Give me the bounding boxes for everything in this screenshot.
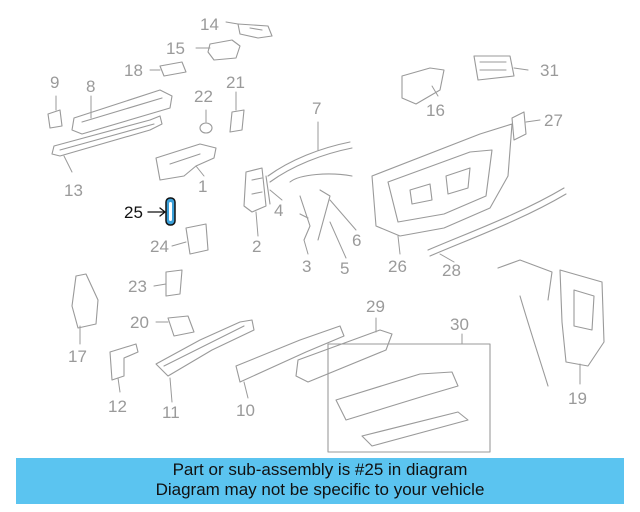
part-2-drawing — [243, 167, 267, 213]
part-28-drawing — [427, 187, 567, 257]
part-15-drawing — [207, 39, 241, 61]
callout-27: 27 — [544, 111, 563, 130]
part-7-drawing — [265, 141, 353, 205]
info-banner: Part or sub-assembly is #25 in diagram D… — [16, 458, 624, 504]
part-26-drawing — [371, 123, 513, 237]
callout-24: 24 — [150, 237, 169, 256]
callout-5: 5 — [340, 259, 350, 278]
part-9-drawing — [47, 109, 63, 129]
callout-16: 16 — [426, 101, 445, 120]
leader-lines — [55, 21, 581, 403]
part-20-drawing — [167, 315, 195, 337]
callout-23: 23 — [128, 277, 147, 296]
callout-13: 13 — [64, 181, 83, 200]
callout-30: 30 — [450, 315, 469, 334]
callout-3: 3 — [302, 257, 312, 276]
part-27-drawing — [511, 111, 527, 141]
callout-6: 6 — [352, 231, 362, 250]
callout-2: 2 — [252, 237, 262, 256]
part-21-drawing — [229, 109, 245, 133]
banner-disclaimer: Diagram may not be specific to your vehi… — [155, 480, 485, 499]
banner-part-notice: Part or sub-assembly is #25 in diagram — [172, 460, 468, 479]
callout-15: 15 — [166, 39, 185, 58]
part-25-highlighted — [147, 197, 176, 226]
part-24-drawing — [185, 223, 209, 255]
callout-22: 22 — [194, 87, 213, 106]
part-18-drawing — [159, 61, 187, 77]
part-31-drawing — [473, 55, 515, 81]
part-23-drawing — [165, 269, 183, 297]
callout-26: 26 — [388, 257, 407, 276]
callout-7: 7 — [312, 99, 322, 118]
callout-10: 10 — [236, 401, 255, 420]
callout-31: 31 — [540, 61, 559, 80]
part-3-5-6-drawing — [289, 173, 353, 241]
part-29-drawing — [295, 329, 393, 383]
callout-11: 11 — [162, 403, 180, 422]
part-11-drawing — [155, 319, 255, 377]
callout-20: 20 — [130, 313, 149, 332]
callout-28: 28 — [442, 261, 461, 280]
part-13-drawing — [51, 115, 163, 157]
callout-17: 17 — [68, 347, 87, 366]
callout-9: 9 — [50, 73, 60, 92]
callout-12: 12 — [108, 397, 127, 416]
part-22-drawing — [199, 122, 213, 134]
part-1-drawing — [155, 143, 217, 181]
callout-14: 14 — [200, 15, 219, 34]
callout-4: 4 — [274, 201, 284, 220]
part-17-drawing — [71, 273, 99, 329]
callout-19: 19 — [568, 389, 587, 408]
callout-8: 8 — [86, 77, 96, 96]
callout-25: 25 — [124, 203, 143, 222]
callout-18: 18 — [124, 61, 143, 80]
part-19-drawing — [497, 259, 605, 387]
callout-1: 1 — [198, 177, 208, 196]
part-16-drawing — [401, 67, 445, 105]
part-10-drawing — [235, 325, 345, 383]
callout-29: 29 — [366, 297, 385, 316]
part-8-drawing — [71, 89, 173, 135]
part-12-drawing — [109, 343, 139, 381]
part-30-drawing — [327, 343, 491, 453]
callout-21: 21 — [226, 73, 245, 92]
part-14-drawing — [237, 23, 273, 39]
